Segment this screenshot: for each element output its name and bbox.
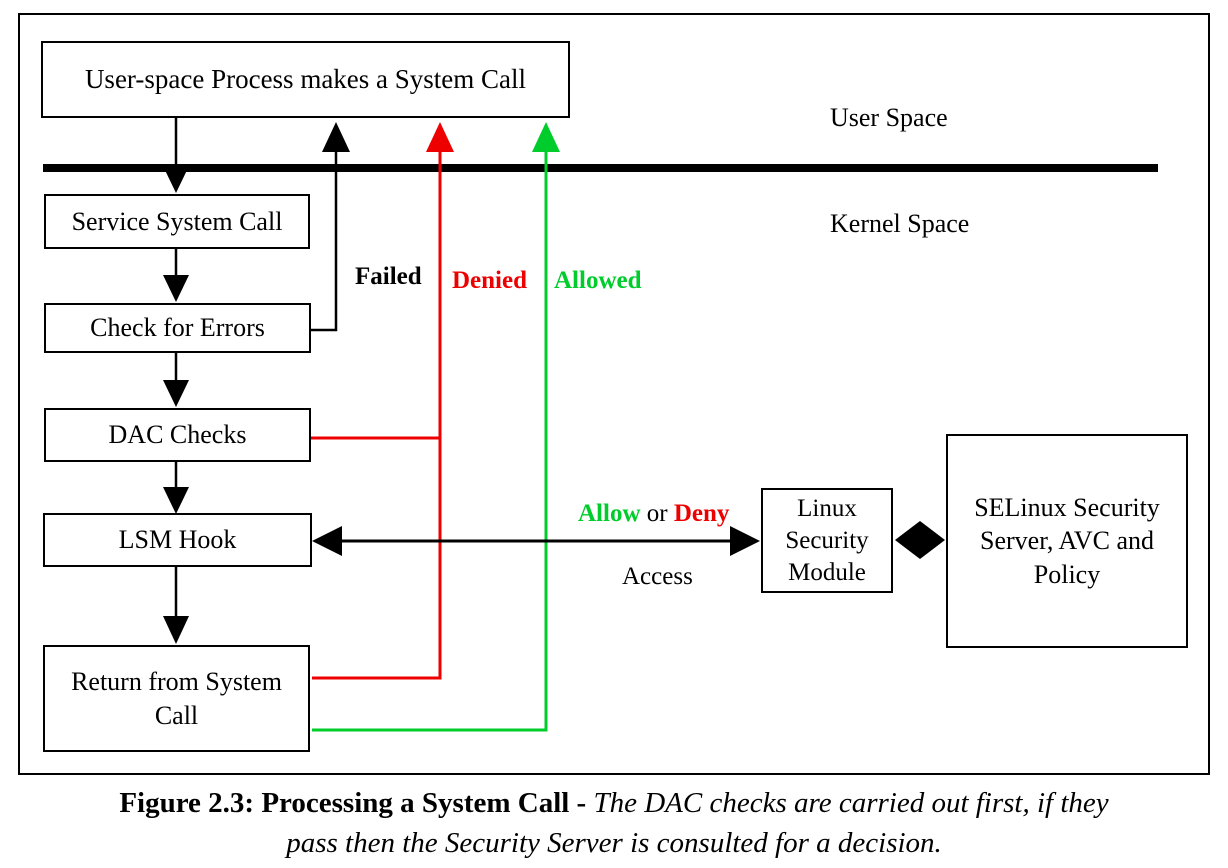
figure-frame — [18, 13, 1210, 775]
user-space-label: User Space — [830, 103, 948, 132]
box-user-space-process-label: User-space Process makes a System Call — [84, 64, 527, 95]
arrowhead-check-to-dac — [163, 380, 189, 407]
failed-arrowhead — [322, 122, 350, 152]
denied-arrowhead — [426, 122, 454, 152]
box-dac-checks-label: DAC Checks — [108, 420, 247, 450]
failed-label: Failed — [355, 263, 422, 290]
box-service-system-call-label: Service System Call — [71, 206, 283, 236]
denied-path-line — [312, 140, 442, 680]
arrowhead-dac-to-lsm — [163, 487, 189, 514]
access-label: Access — [622, 563, 693, 590]
failed-path-line — [311, 140, 338, 332]
box-service-system-call: Service System Call — [44, 194, 310, 249]
box-check-for-errors: Check for Errors — [44, 303, 311, 353]
denied-label: Denied — [452, 267, 527, 294]
allowed-arrowhead — [532, 122, 560, 152]
lsm-arrowhead-left — [312, 526, 342, 556]
allowed-path-line — [312, 140, 548, 732]
box-return-from-system-call-label: Return from System Call — [71, 667, 282, 730]
box-linux-security-module-label: Linux Security Module — [785, 494, 869, 586]
box-selinux-security-server: SELinux Security Server, AVC and Policy — [946, 434, 1188, 648]
allow-word: Allow — [578, 500, 641, 527]
caption-italic-line2: pass then the Security Server is consult… — [286, 827, 942, 859]
box-linux-security-module: Linux Security Module — [761, 488, 893, 593]
arrowhead-lsm-to-return — [163, 616, 189, 644]
kernel-space-label: Kernel Space — [830, 209, 970, 238]
caption-italic-line1: The DAC checks are carried out first, if… — [593, 787, 1109, 819]
box-lsm-hook: LSM Hook — [43, 513, 312, 567]
module-arrowhead-right — [730, 526, 760, 556]
module-selinux-diamond-connector — [895, 521, 945, 559]
allowed-label: Allowed — [554, 267, 642, 294]
box-selinux-security-server-label: SELinux Security Server, AVC and Policy — [974, 493, 1160, 589]
caption-title: Figure 2.3: Processing a System Call - — [119, 787, 594, 819]
box-lsm-hook-label: LSM Hook — [118, 525, 237, 555]
flow-arrows — [163, 118, 189, 644]
box-return-from-system-call: Return from System Call — [43, 645, 310, 752]
arrowhead-userproc-to-service — [163, 166, 189, 193]
figure-caption: Figure 2.3: Processing a System Call - T… — [0, 783, 1228, 863]
allow-or-deny-label: Allow or Deny — [578, 500, 729, 528]
or-word: or — [640, 500, 674, 527]
box-user-space-process: User-space Process makes a System Call — [41, 41, 570, 118]
box-dac-checks: DAC Checks — [44, 408, 311, 462]
arrowhead-service-to-check — [163, 275, 189, 302]
deny-word: Deny — [673, 500, 730, 527]
box-check-for-errors-label: Check for Errors — [90, 313, 265, 343]
